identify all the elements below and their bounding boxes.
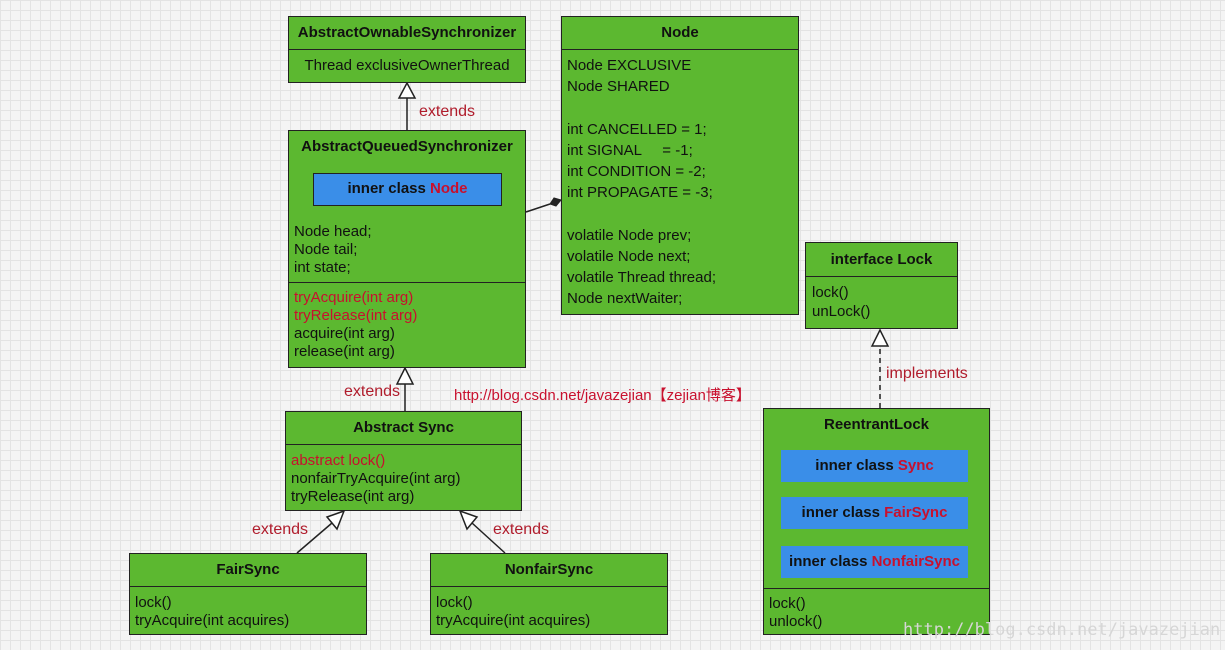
methods-section: abstract lock() nonfairTryAcquire(int ar… — [286, 444, 521, 506]
class-title: AbstractOwnableSynchronizer — [297, 24, 517, 41]
fair-to-sync-arrowhead — [325, 509, 346, 531]
class-title: FairSync — [216, 561, 280, 578]
method: lock() — [436, 594, 473, 611]
watermark-text: http://blog.csdn.net/javazejian — [903, 620, 1221, 640]
class-title: NonfairSync — [504, 561, 594, 578]
class-title: AbstractQueuedSynchronizer — [301, 138, 513, 155]
nonfair-sync-class: NonfairSync lock()tryAcquire(int acquire… — [430, 553, 668, 635]
fields-section: Node EXCLUSIVE Node SHARED int CANCELLED … — [562, 49, 798, 309]
method: tryRelease(int arg) — [291, 488, 415, 505]
methods-section: lock() unLock() — [806, 276, 957, 321]
field: volatile Node prev; — [567, 226, 692, 244]
aqs-to-aos-arrowhead — [397, 81, 417, 99]
method: acquire(int arg) — [294, 325, 395, 342]
method: lock() — [135, 594, 172, 611]
field: Thread exclusiveOwnerThread — [304, 57, 510, 74]
abstract-method: tryAcquire(int arg) — [294, 289, 414, 306]
method: unLock() — [812, 303, 871, 320]
inner-class-nonfairsync: inner class NonfairSync — [781, 546, 968, 578]
composition-diamond — [549, 197, 562, 207]
field: int SIGNAL = -1; — [567, 141, 693, 159]
methods-section: lock()tryAcquire(int acquires) — [130, 586, 366, 630]
abstract-sync-class: Abstract Sync abstract lock() nonfairTry… — [285, 411, 522, 511]
method: release(int arg) — [294, 343, 395, 360]
field: Node nextWaiter; — [567, 290, 683, 308]
fields-section: Node head;Node tail;int state; — [294, 223, 372, 277]
nonfair-to-sync-line — [471, 522, 506, 554]
concrete-methods: acquire(int arg)release(int arg) — [294, 325, 525, 361]
abstract-queued-synchronizer-class: AbstractQueuedSynchronizer inner class N… — [288, 130, 526, 368]
field: Node tail; — [294, 241, 358, 258]
extends-label-aqs-aos: extends — [419, 103, 476, 120]
class-title: ReentrantLock — [823, 416, 930, 433]
field: Node EXCLUSIVE — [567, 57, 692, 74]
inner-class-prefix: inner class — [789, 553, 872, 570]
methods-section: lock()tryAcquire(int acquires) — [431, 586, 667, 630]
field — [567, 203, 798, 224]
reentrant-lock-class: ReentrantLock inner class Sync inner cla… — [763, 408, 990, 635]
inner-class-sync: inner class Sync — [781, 450, 968, 482]
methods-section: tryAcquire(int arg)tryRelease(int arg) a… — [289, 282, 525, 361]
method: nonfairTryAcquire(int arg) — [291, 470, 461, 487]
node-class: Node Node EXCLUSIVE Node SHARED int CANCE… — [561, 16, 799, 315]
class-title: interface Lock — [830, 251, 933, 268]
field — [567, 97, 798, 118]
field: int PROPAGATE = -3; — [567, 184, 713, 202]
inner-class-prefix: inner class — [801, 504, 885, 521]
method: lock() — [812, 284, 849, 301]
concrete-methods: nonfairTryAcquire(int arg)tryRelease(int… — [291, 470, 521, 506]
lock-interface: interface Lock lock() unLock() — [805, 242, 958, 329]
blog-url-text: http://blog.csdn.net/javazejian【zejian博客… — [454, 387, 751, 404]
inner-class-name: Node — [430, 180, 468, 197]
fair-to-sync-line — [296, 522, 333, 554]
inner-class-prefix: inner class — [347, 180, 431, 197]
method: tryAcquire(int acquires) — [436, 612, 591, 629]
inner-class-prefix: inner class — [815, 457, 898, 474]
abstract-method: abstract lock() — [291, 452, 386, 469]
field: int state; — [294, 259, 351, 276]
field: volatile Thread thread; — [567, 269, 716, 287]
field: int CONDITION = -2; — [567, 163, 706, 181]
class-title: Abstract Sync — [353, 419, 454, 436]
abstract-method: tryRelease(int arg) — [294, 307, 418, 324]
inner-class-node: inner class Node — [313, 173, 502, 206]
fair-sync-class: FairSync lock()tryAcquire(int acquires) — [129, 553, 367, 635]
field: int CANCELLED = 1; — [567, 120, 707, 138]
inner-class-name: FairSync — [884, 504, 948, 521]
abstract-ownable-synchronizer-class: AbstractOwnableSynchronizer Thread exclu… — [288, 16, 526, 83]
method: unlock() — [769, 613, 823, 630]
sync-to-aqs-arrowhead — [395, 366, 415, 385]
field: volatile Node next; — [567, 247, 691, 265]
extends-label-nonfair: extends — [493, 521, 550, 538]
reentrant-to-lock-arrowhead — [870, 328, 890, 347]
class-title: Node — [661, 24, 699, 41]
methods-section: lock()unlock() — [764, 588, 989, 631]
inner-class-fairsync: inner class FairSync — [781, 497, 968, 529]
method: tryAcquire(int acquires) — [135, 612, 290, 629]
abstract-methods: tryAcquire(int arg)tryRelease(int arg) — [294, 289, 525, 325]
aqs-node-composition-line — [525, 203, 551, 213]
inner-class-name: NonfairSync — [871, 553, 960, 570]
nonfair-to-sync-arrowhead — [458, 509, 479, 531]
field: Node head; — [294, 223, 372, 240]
inner-class-name: Sync — [897, 457, 934, 474]
extends-label-fair: extends — [252, 521, 309, 538]
fields-section: Thread exclusiveOwnerThread — [289, 49, 525, 75]
extends-label-sync-aqs: extends — [344, 383, 401, 400]
implements-label: implements — [886, 365, 968, 382]
method: lock() — [769, 595, 806, 612]
field: Node SHARED — [567, 78, 670, 96]
